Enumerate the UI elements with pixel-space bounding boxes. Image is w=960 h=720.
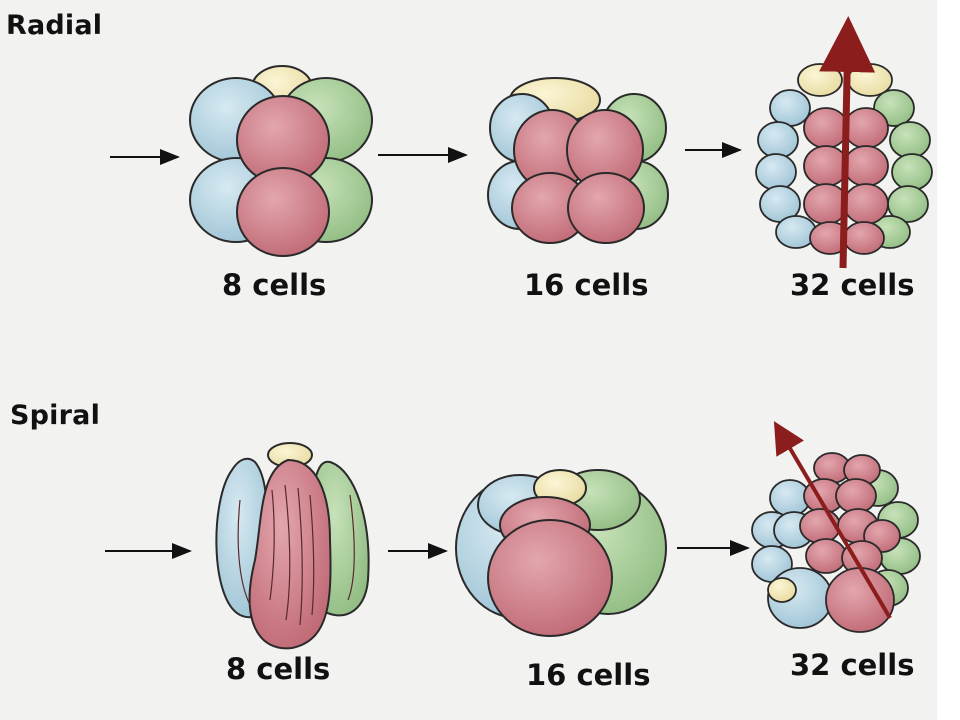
radial-axis-arrow xyxy=(819,16,876,269)
radial-8-cells-label: 8 cells xyxy=(222,268,327,302)
spiral-32-cells-label: 32 cells xyxy=(790,648,915,682)
radial-32-cells-label: 32 cells xyxy=(790,268,915,302)
spiral-8-cell-embryo xyxy=(215,442,370,650)
radial-16-cells-label: 16 cells xyxy=(524,268,649,302)
spiral-8-cells-label: 8 cells xyxy=(226,652,331,686)
radial-16-cell-embryo xyxy=(487,77,669,244)
spiral-row-title: Spiral xyxy=(10,400,101,431)
radial-row-title: Radial xyxy=(6,10,103,41)
right-margin xyxy=(937,0,960,720)
spiral-32-cell-embryo xyxy=(751,452,921,633)
spiral-16-cell-embryo xyxy=(455,469,667,637)
spiral-axis-arrow xyxy=(773,421,892,620)
radial-32-cell-embryo xyxy=(755,63,933,255)
radial-8-cell-embryo xyxy=(189,65,373,257)
spiral-16-cells-label: 16 cells xyxy=(526,658,651,692)
